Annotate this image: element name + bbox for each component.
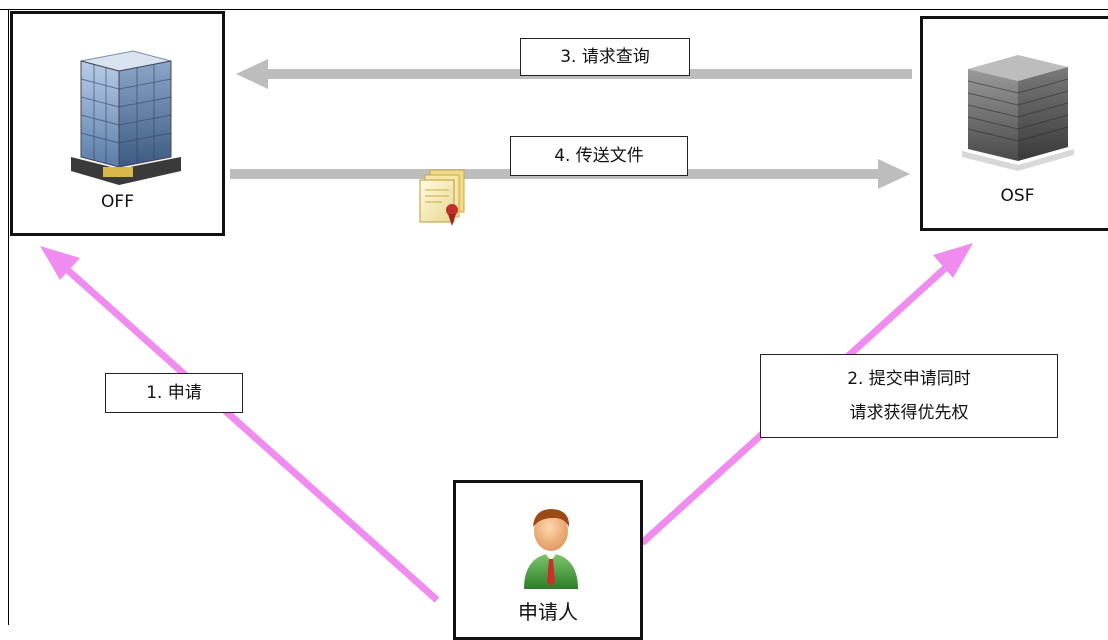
person-icon (524, 509, 578, 589)
arrow-apply (40, 246, 440, 603)
step-4-label-box: 4. 传送文件 (510, 136, 688, 176)
applicant-node: 申请人 (453, 480, 643, 640)
off-node: OFF (10, 11, 225, 236)
osf-label: OSF (1000, 186, 1035, 206)
step-2-label-line-1: 2. 提交申请同时 (847, 369, 971, 389)
applicant-label: 申请人 (518, 600, 578, 624)
frame-left-border (8, 9, 9, 625)
off-label: OFF (101, 192, 134, 212)
step-3-label: 3. 请求查询 (560, 47, 650, 67)
office-building-icon (71, 50, 181, 185)
office-building-icon (962, 55, 1074, 171)
diagram-canvas: OFF (0, 9, 1108, 640)
step-2-label-line-2: 请求获得优先权 (849, 403, 969, 423)
step-3-label-box: 3. 请求查询 (520, 38, 690, 76)
frame-top-border (0, 9, 1108, 10)
certificate-document-icon (419, 169, 465, 226)
step-2-label-box: 2. 提交申请同时 请求获得优先权 (760, 354, 1058, 438)
step-4-label: 4. 传送文件 (554, 146, 644, 166)
osf-node: OSF (920, 16, 1108, 231)
step-1-label: 1. 申请 (146, 383, 202, 403)
step-1-label-box: 1. 申请 (105, 373, 243, 413)
